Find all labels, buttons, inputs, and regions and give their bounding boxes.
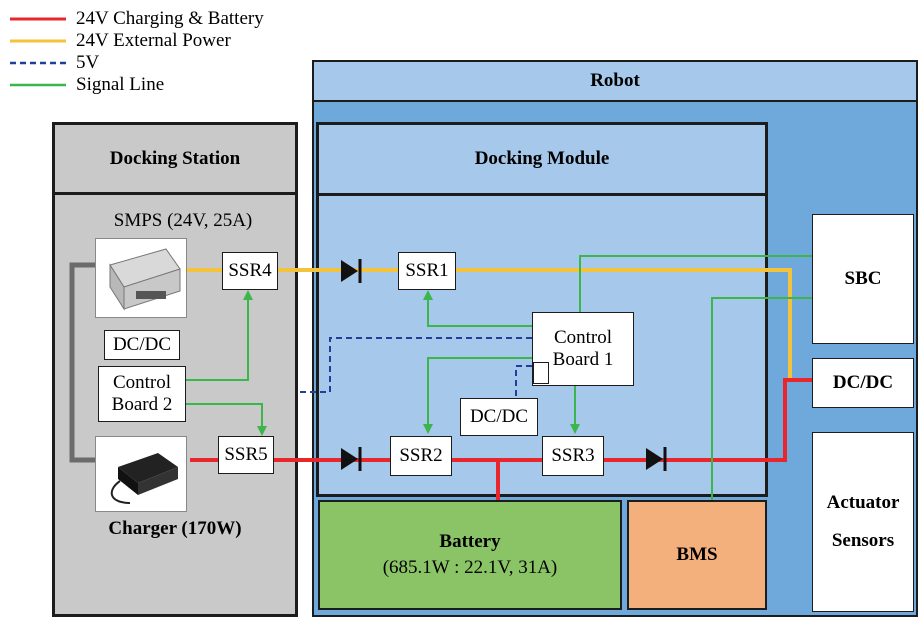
smps-device-image <box>95 238 187 318</box>
ssr1-box: SSR1 <box>398 252 456 290</box>
legend-label: 24V Charging & Battery <box>76 8 264 29</box>
station-dcdc-box: DC/DC <box>104 330 180 360</box>
legend-label: 24V External Power <box>76 30 231 51</box>
ssr3-box: SSR3 <box>542 436 604 476</box>
signal-bms-sbc <box>711 297 812 500</box>
signal-cb2-ssr5 <box>185 403 263 432</box>
signal-cb1-ssr2 <box>427 357 545 430</box>
charger-icon <box>110 453 178 504</box>
battery-spec: (685.1W : 22.1V, 31A) <box>382 557 558 578</box>
arrow-ssr1 <box>423 290 433 300</box>
sensors-label: Sensors <box>831 530 895 551</box>
five-v-line-upper <box>298 337 532 393</box>
diode-icon <box>341 259 362 283</box>
cb2-line2: Board 2 <box>111 394 173 415</box>
cb1-small-module <box>533 362 549 384</box>
docking-module-title: Docking Module <box>316 122 768 196</box>
ssr4-box: SSR4 <box>222 252 278 290</box>
cb1-line1: Control <box>553 327 613 349</box>
ssr2-box: SSR2 <box>390 436 452 476</box>
signal-cb2-ssr4 <box>185 294 249 381</box>
legend-line-icon <box>10 17 66 21</box>
diode-icon <box>341 447 362 471</box>
legend-item-external: 24V External Power <box>8 30 231 52</box>
cb1-line2: Board 1 <box>552 349 614 370</box>
legend-line-icon <box>10 39 66 43</box>
diode-icon <box>646 447 667 471</box>
legend-item-signal: Signal Line <box>8 74 164 96</box>
legend-item-charging: 24V Charging & Battery <box>8 8 264 30</box>
power-supply-icon <box>109 248 181 311</box>
sbc-box: SBC <box>812 214 914 344</box>
control-board-2-box: Control Board 2 <box>98 366 186 422</box>
battery-title: Battery <box>439 531 501 553</box>
legend-label: 5V <box>76 52 100 73</box>
legend-line-icon <box>10 83 66 87</box>
bms-box: BMS <box>627 500 767 610</box>
docking-station-title: Docking Station <box>52 122 298 195</box>
legend-item-5v: 5V <box>8 52 99 74</box>
arrow-ssr4 <box>243 290 253 300</box>
robot-title: Robot <box>312 60 918 102</box>
actuator-label: Actuator <box>826 492 900 514</box>
signal-cb1-ssr1 <box>427 292 532 327</box>
charging-wire <box>190 378 812 462</box>
module-dcdc-box: DC/DC <box>460 398 538 436</box>
smps-label: SMPS (24V, 25A) <box>113 210 253 232</box>
signal-cb1-sbc <box>579 255 812 316</box>
robot-dcdc-box: DC/DC <box>812 358 914 408</box>
legend-label: Signal Line <box>76 74 165 95</box>
arrow-ssr3 <box>570 424 580 434</box>
arrow-ssr5 <box>257 426 267 436</box>
charger-device-image <box>95 436 187 512</box>
cb2-line1: Control <box>112 372 172 394</box>
gray-cable <box>69 262 95 463</box>
control-board-1-box: Control Board 1 <box>532 312 634 386</box>
charger-label: Charger (170W) <box>108 518 242 540</box>
ssr5-box: SSR5 <box>218 436 274 474</box>
actuator-sensors-box: Actuator Sensors <box>812 432 914 612</box>
battery-box: Battery (685.1W : 22.1V, 31A) <box>318 500 622 610</box>
five-v-line-lower <box>515 365 532 398</box>
arrow-ssr2 <box>423 424 433 434</box>
